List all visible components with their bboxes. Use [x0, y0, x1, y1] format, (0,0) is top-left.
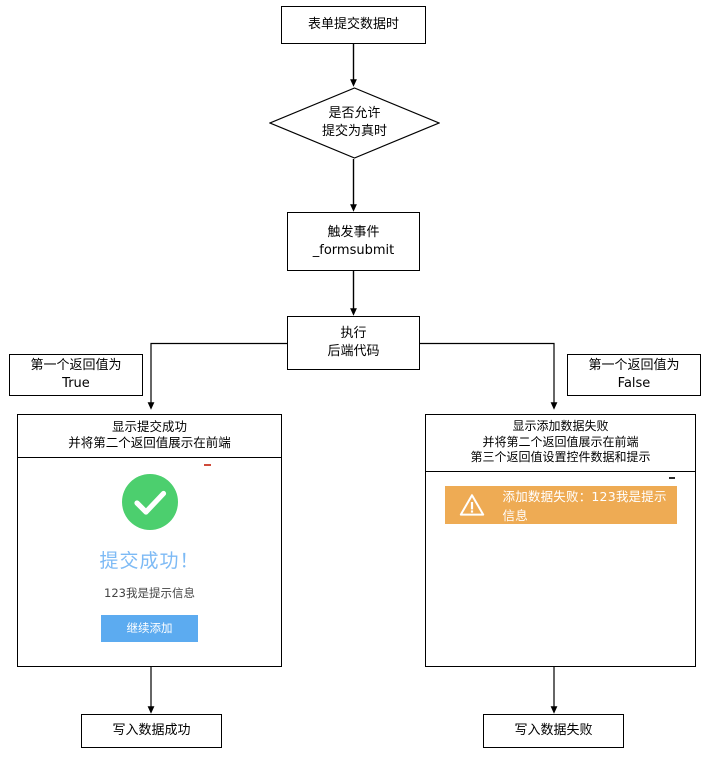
artifact-mark	[204, 463, 211, 466]
node-start-form-submit: 表单提交数据时	[281, 6, 426, 44]
diamond-shape	[269, 87, 440, 159]
node-end-write-success: 写入数据成功	[81, 714, 222, 748]
node-decision-allow-submit: 是否允许 提交为真时	[269, 87, 440, 159]
warning-triangle-icon	[459, 493, 485, 517]
panel-success-header: 显示提交成功 并将第二个返回值展示在前端	[18, 415, 281, 458]
edge-label-first-return-true: 第一个返回值为 True	[9, 354, 143, 396]
success-title: 提交成功！	[99, 549, 200, 572]
node-end-write-fail: 写入数据失败	[483, 714, 624, 748]
edge-execute-success	[147, 342, 287, 410]
panel-fail-header: 显示添加数据失败 并将第二个返回值展示在前端 第三个返回值设置控件数据和提示	[426, 415, 695, 472]
alert-warning: 添加数据失败：123我是提示信息	[444, 485, 677, 524]
success-message: 123我是提示信息	[104, 585, 195, 600]
node-trigger-event: 触发事件 _formsubmit	[287, 212, 420, 271]
check-circle-icon	[121, 473, 178, 530]
edge-execute-fail	[420, 342, 558, 410]
panel-fail: 显示添加数据失败 并将第二个返回值展示在前端 第三个返回值设置控件数据和提示 添…	[425, 414, 696, 667]
node-execute-backend-code: 执行 后端代码	[287, 316, 420, 370]
continue-add-button[interactable]: 继续添加	[101, 614, 198, 642]
panel-fail-body: 添加数据失败：123我是提示信息	[426, 471, 695, 663]
panel-success-body: 提交成功！ 123我是提示信息 继续添加	[18, 457, 281, 661]
edge-label-first-return-false: 第一个返回值为 False	[567, 354, 701, 396]
artifact-mark	[669, 476, 675, 479]
panel-success: 显示提交成功 并将第二个返回值展示在前端 提交成功！ 123我是提示信息 继续添…	[17, 414, 282, 667]
node-decision-label: 是否允许 提交为真时	[321, 106, 387, 139]
alert-text: 添加数据失败：123我是提示信息	[502, 488, 667, 523]
